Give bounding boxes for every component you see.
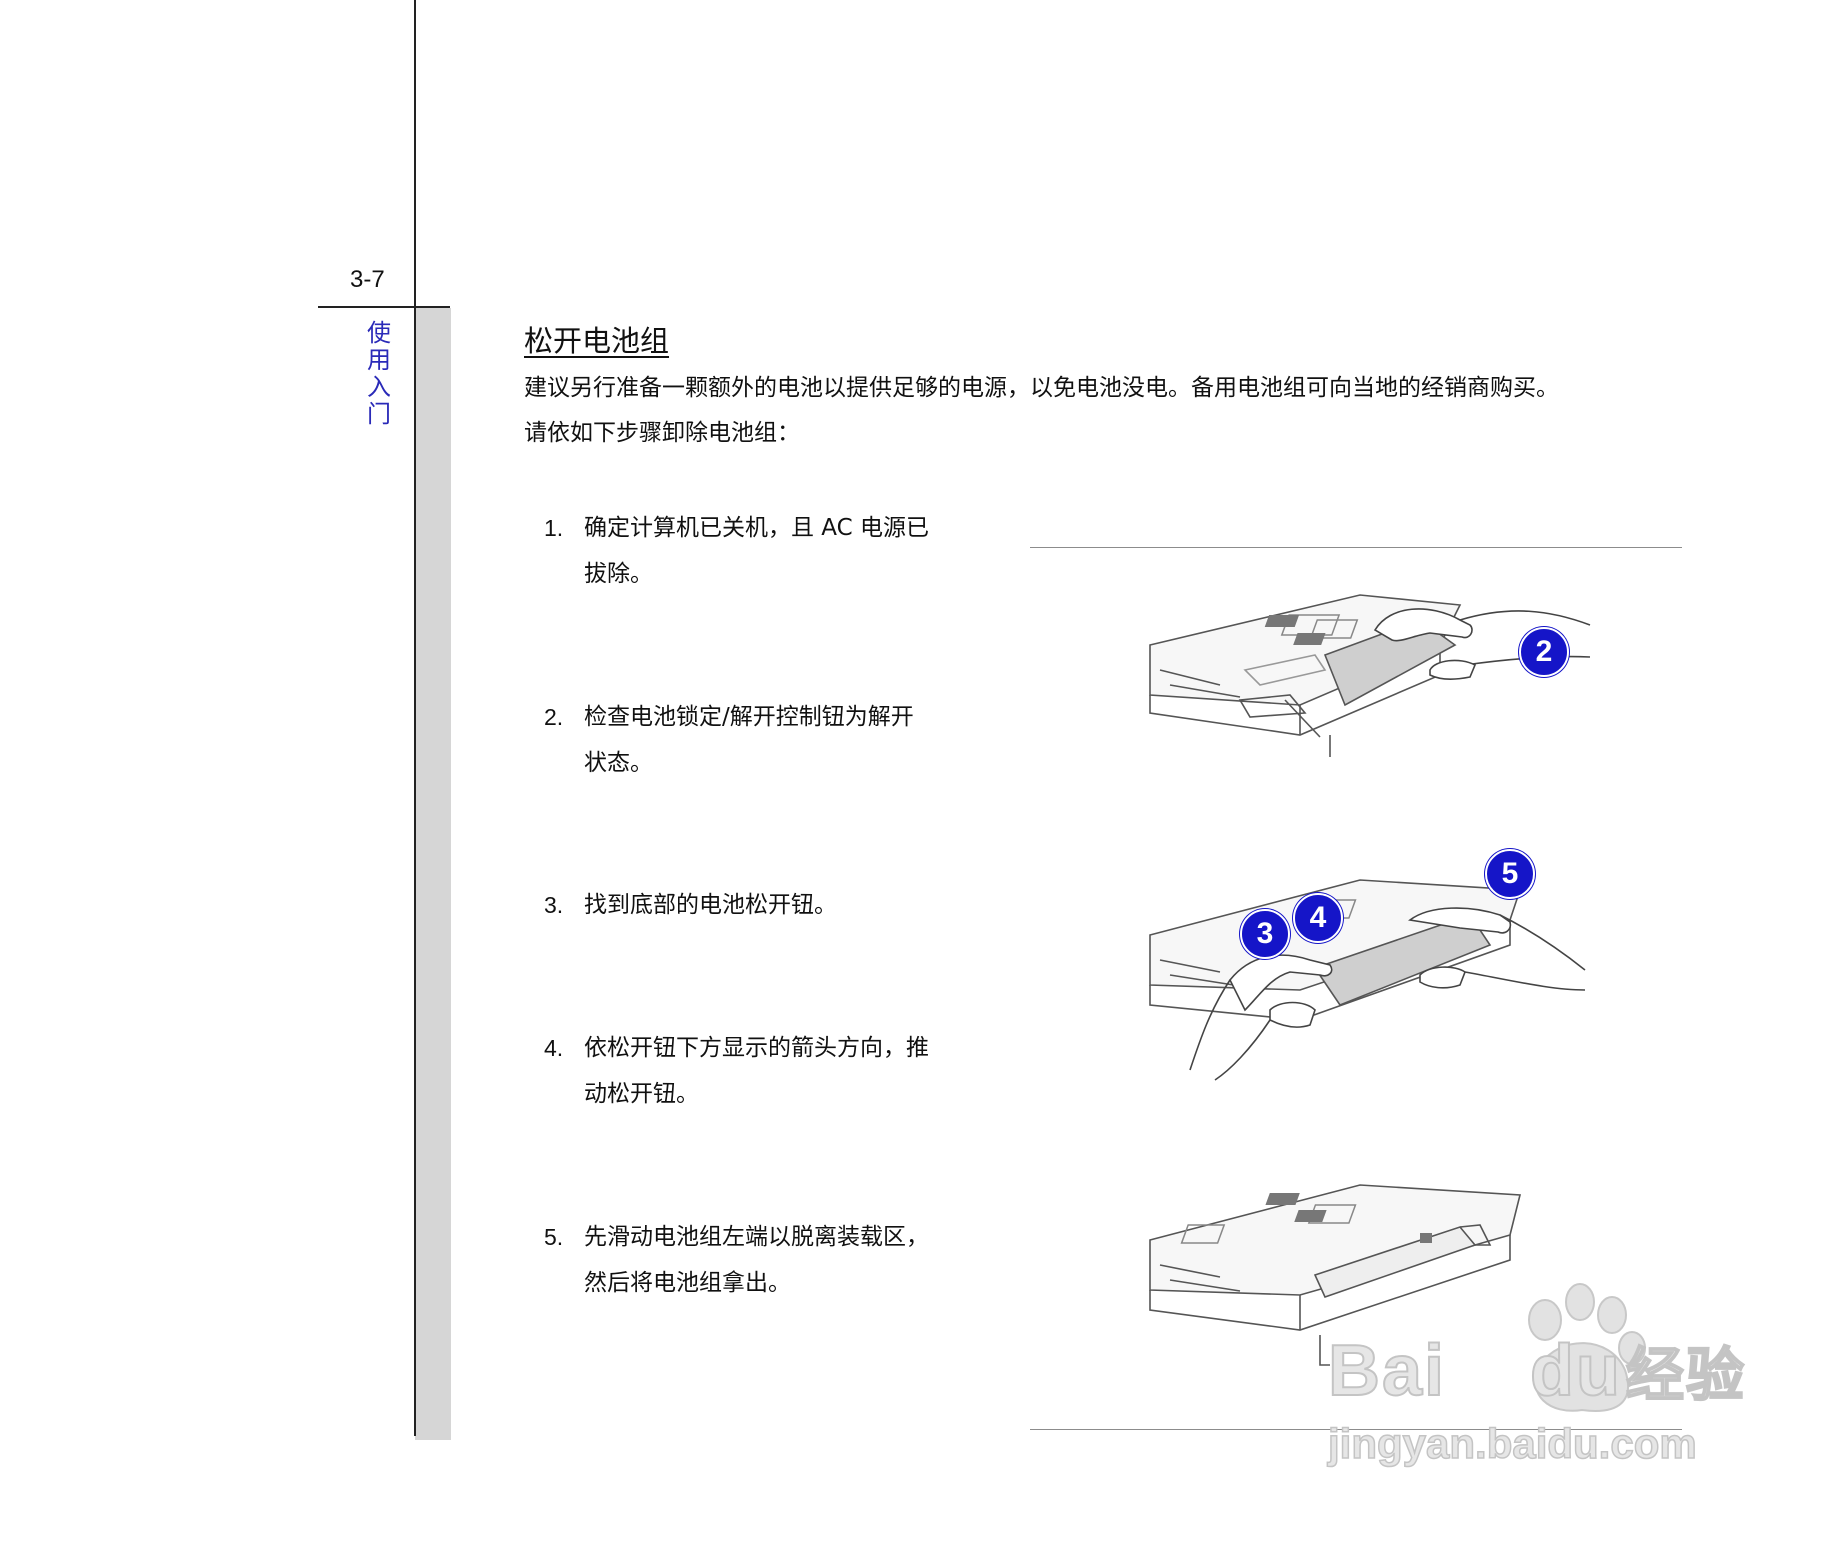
step-5: 5. 先滑动电池组左端以脱离装载区， 然后将电池组拿出。: [544, 1214, 984, 1306]
intro-line: 建议另行准备一颗额外的电池以提供足够的电源，以免电池没电。备用电池组可向当地的经…: [524, 375, 1559, 401]
intro-paragraph: 建议另行准备一颗额外的电池以提供足够的电源，以免电池没电。备用电池组可向当地的经…: [524, 366, 1704, 456]
watermark-brand-du: du: [1529, 1330, 1623, 1412]
step-number: 3.: [544, 892, 564, 918]
chapter-char: 门: [367, 400, 391, 428]
intro-line: 请依如下步骤卸除电池组：: [524, 420, 800, 446]
watermark-suffix: 经验: [1625, 1340, 1747, 1410]
step-text: 然后将电池组拿出。: [584, 1270, 791, 1296]
step-number: 5.: [544, 1224, 564, 1250]
step-text: 先滑动电池组左端以脱离装载区，: [584, 1224, 929, 1250]
step-text: 找到底部的电池松开钮。: [584, 892, 837, 918]
callout-badge-5: 5: [1485, 849, 1535, 899]
step-4: 4. 依松开钮下方显示的箭头方向，推 动松开钮。: [544, 1025, 984, 1117]
step-text: 拔除。: [584, 561, 653, 587]
callout-badge-3: 3: [1240, 909, 1290, 959]
chapter-char: 入: [367, 373, 391, 401]
chapter-label: 使 用 入 门: [364, 320, 394, 428]
laptop-battery-release-illustration: [1149, 594, 1591, 757]
illustration-top-rule: [1030, 547, 1682, 548]
step-text: 状态。: [584, 750, 653, 776]
chapter-char: 用: [367, 346, 391, 374]
callout-badge-2: 2: [1519, 627, 1569, 677]
watermark-url: jingyan.baidu.com: [1327, 1419, 1697, 1468]
step-text: 检查电池锁定/解开控制钮为解开: [584, 704, 914, 730]
step-text: 动松开钮。: [584, 1081, 699, 1107]
step-text: 确定计算机已关机，且 AC 电源已: [584, 515, 930, 541]
baidu-paw-logo-icon: [1528, 1283, 1646, 1412]
section-title: 松开电池组: [524, 324, 670, 358]
step-3: 3. 找到底部的电池松开钮。: [544, 882, 984, 928]
chapter-char: 使: [367, 319, 391, 347]
step-number: 4.: [544, 1035, 564, 1061]
callout-badge-4: 4: [1293, 893, 1343, 943]
step-number: 2.: [544, 704, 564, 730]
laptop-battery-slide-illustration: [1149, 879, 1586, 1081]
step-2: 2. 检查电池锁定/解开控制钮为解开 状态。: [544, 694, 984, 786]
page-number: 3-7: [350, 266, 385, 293]
margin-rule: [414, 0, 416, 1436]
page-number-rule: [318, 306, 450, 308]
laptop-empty-battery-bay-illustration: [1149, 1184, 1522, 1366]
step-text: 依松开钮下方显示的箭头方向，推: [584, 1035, 929, 1061]
watermark-brand: Bai: [1327, 1330, 1447, 1412]
step-1: 1. 确定计算机已关机，且 AC 电源已 拔除。: [544, 505, 984, 597]
step-number: 1.: [544, 515, 564, 541]
margin-shade: [415, 308, 451, 1440]
illustration-bottom-rule: [1030, 1429, 1682, 1430]
